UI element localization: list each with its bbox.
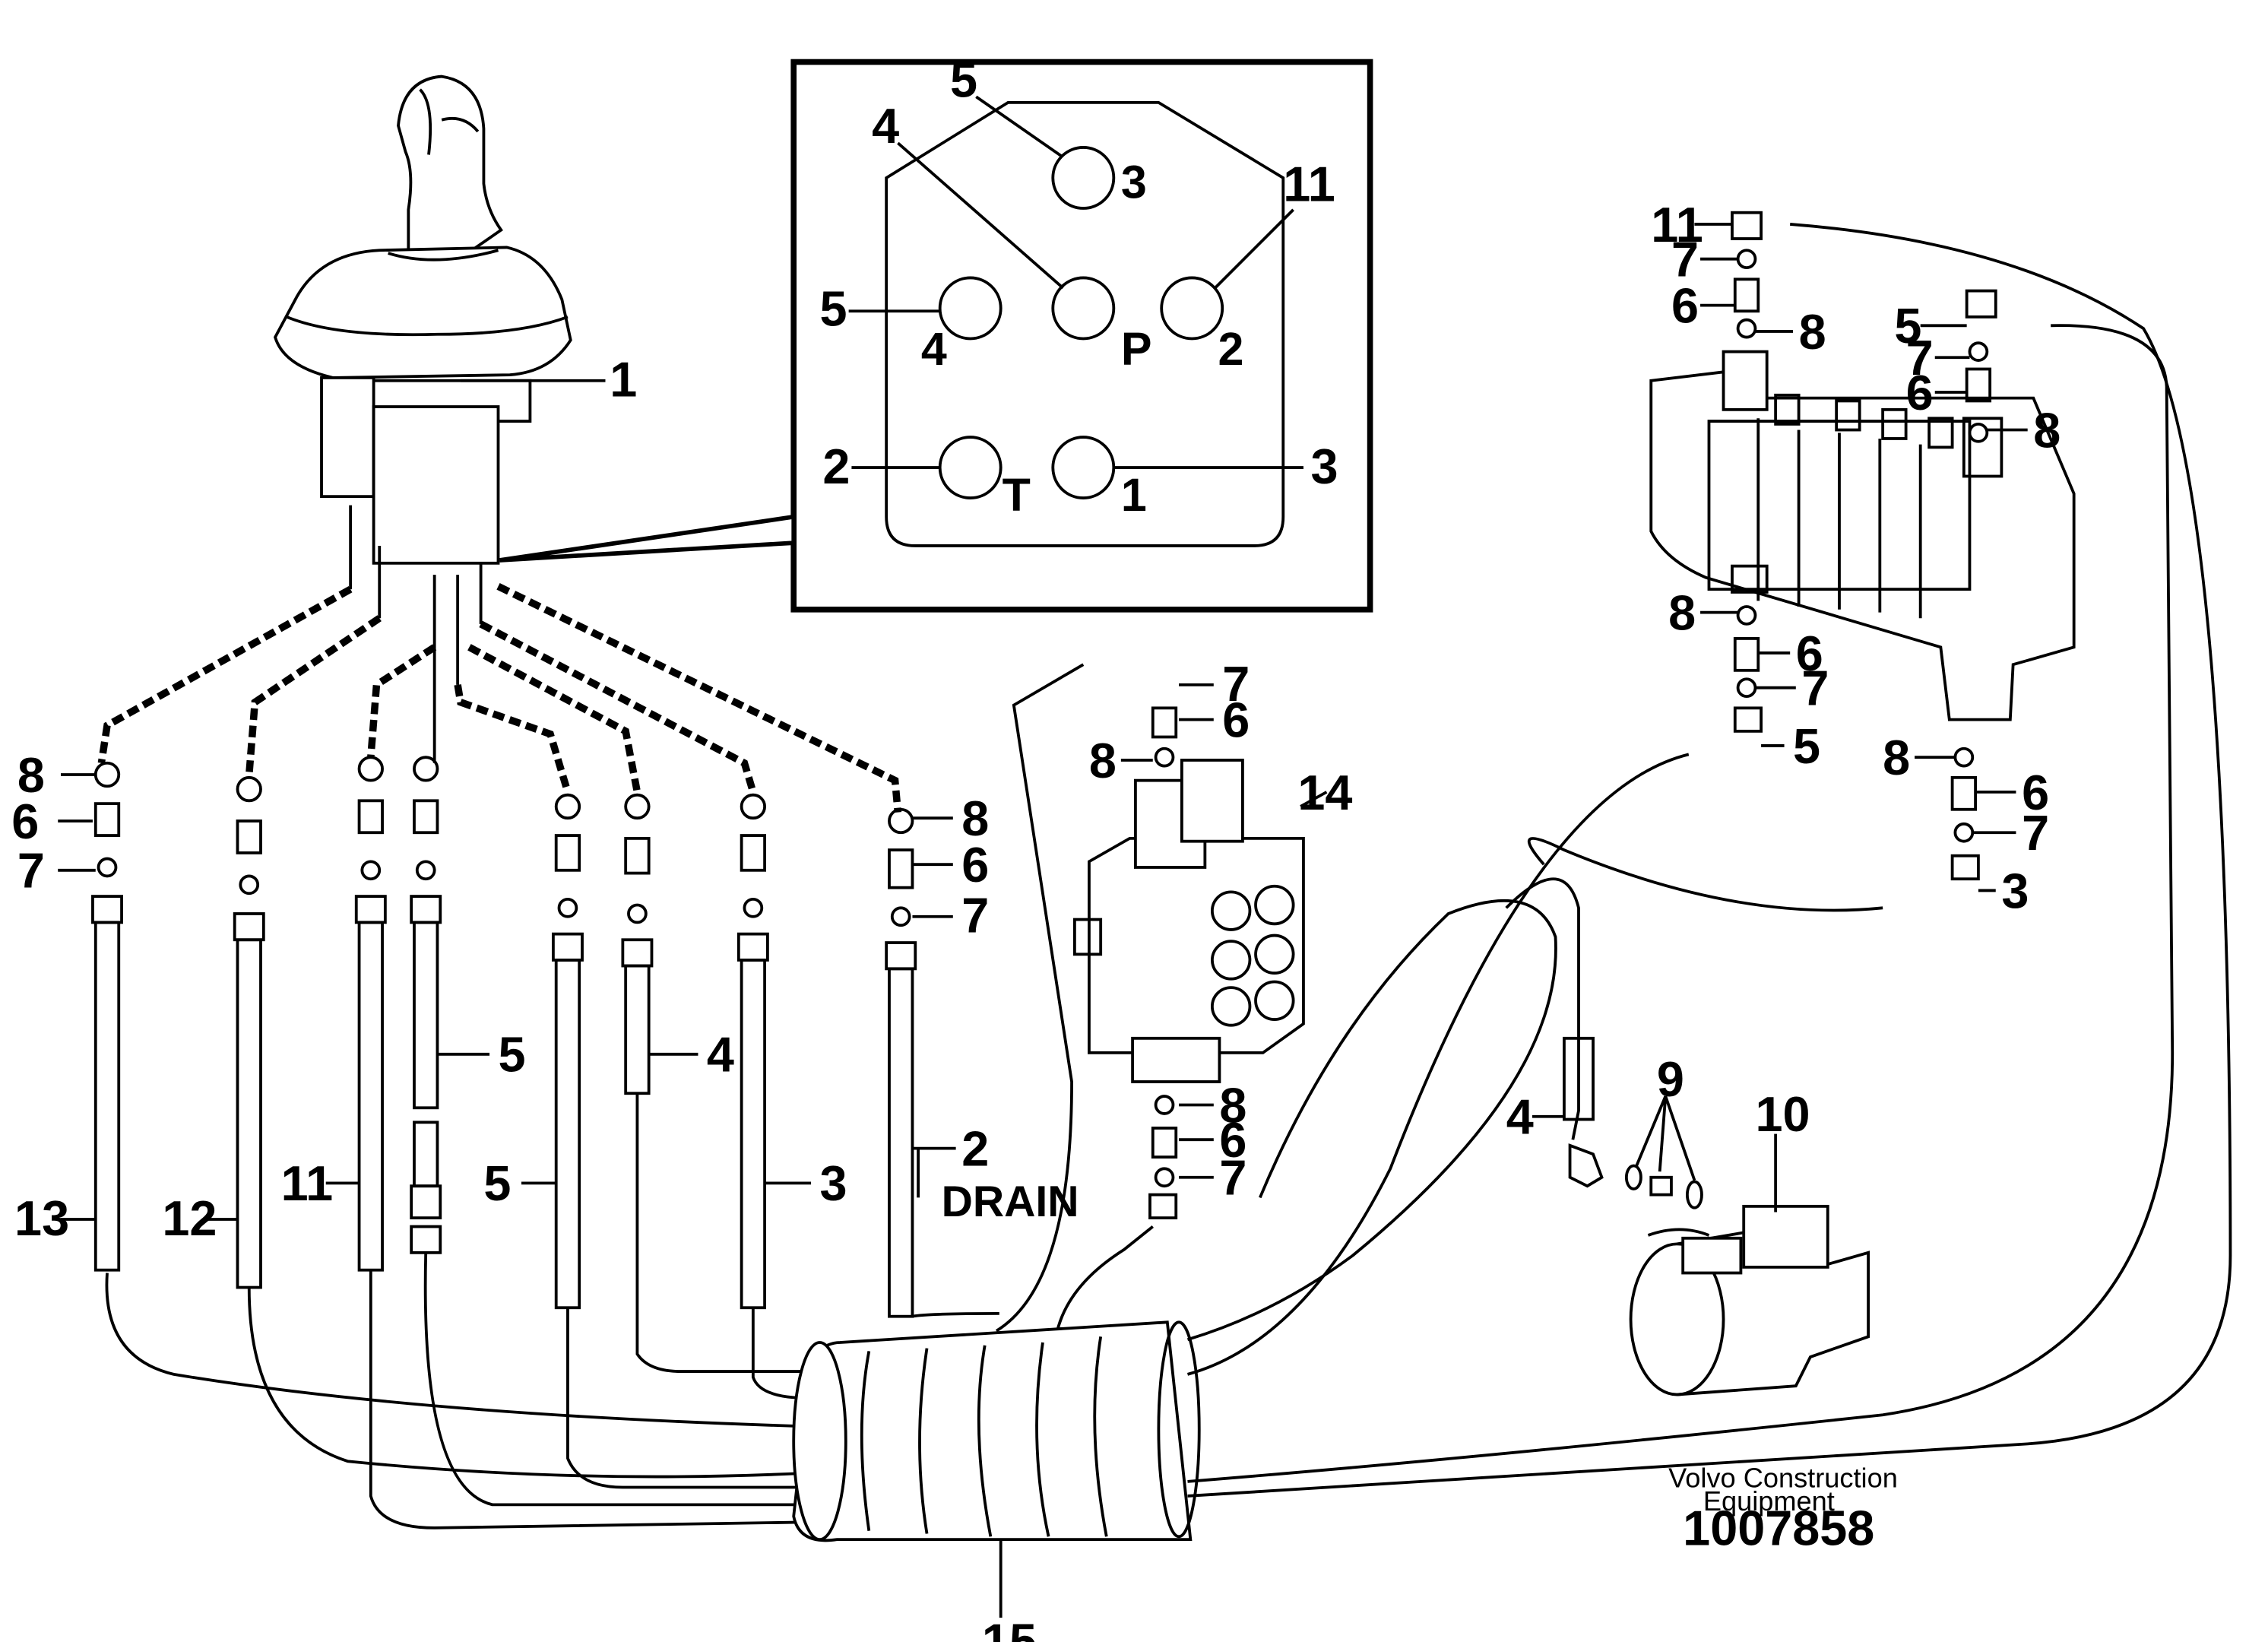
- port-label-3: 3: [1121, 157, 1147, 208]
- port-circle-1: [1051, 436, 1116, 499]
- callout-5-right-bottom: 5: [1793, 718, 1820, 774]
- callout-7-drain: 7: [961, 888, 989, 943]
- port-label-1: 1: [1121, 469, 1147, 521]
- callout-5-hose-a: 5: [498, 1027, 525, 1083]
- callout-6-valve-top: 6: [1222, 692, 1250, 747]
- callout-5-right: 5: [1894, 298, 1921, 353]
- callout-8-left: 8: [17, 747, 45, 803]
- hose-row-3: [736, 793, 769, 1310]
- callout-1: 1: [610, 352, 637, 407]
- joystick-grip: [397, 74, 503, 258]
- inset-pointer: [499, 514, 797, 563]
- callout-7-right-c: 7: [1801, 661, 1829, 716]
- callout-7-valve-top: 7: [1222, 656, 1250, 712]
- port-label-p: P: [1121, 323, 1152, 375]
- inset-callout-11: 11: [1283, 156, 1335, 211]
- port-label-4: 4: [921, 323, 947, 375]
- solenoid-seals: [1532, 1036, 1778, 1212]
- hose-row-13: [91, 761, 123, 1272]
- port-circle-4: [938, 276, 1003, 341]
- callout-14: 14: [1297, 765, 1352, 820]
- callout-7-right-b: 7: [1906, 330, 1934, 385]
- port-circle-2: [1160, 276, 1224, 341]
- callout-12: 12: [162, 1190, 217, 1246]
- callout-6-right-d: 6: [2022, 765, 2049, 820]
- main-control-valve: [1649, 350, 2076, 721]
- callout-6-right-b: 6: [1906, 365, 1934, 420]
- hose-row-12: [233, 775, 265, 1289]
- document-number: 1007858: [1683, 1501, 1874, 1556]
- callout-3-hose: 3: [820, 1155, 847, 1211]
- callout-8-right-a: 8: [1799, 304, 1826, 360]
- inset-callout-2: 2: [822, 439, 850, 494]
- solenoid-valve: [1629, 1204, 1870, 1396]
- drain-label: DRAIN: [942, 1178, 1079, 1226]
- hose-row-4: [621, 793, 654, 1095]
- callout-2-drain: 2: [961, 1121, 989, 1177]
- callout-7-valve-bottom: 7: [1219, 1150, 1246, 1206]
- hose-row-5-split: [410, 756, 442, 1254]
- callout-8-drain: 8: [961, 791, 989, 846]
- callout-11-right: 11: [1651, 197, 1703, 252]
- callout-6-valve-bottom: 6: [1219, 1112, 1246, 1168]
- callout-4-solenoid: 4: [1506, 1089, 1534, 1145]
- inset-callout-4: 4: [872, 98, 899, 154]
- inset-callout-5-top: 5: [950, 52, 977, 107]
- callout-7-right-d: 7: [2022, 805, 2049, 861]
- callout-6-left: 6: [11, 794, 39, 849]
- port-label-2: 2: [1218, 323, 1244, 375]
- port-circle-3: [1051, 146, 1116, 210]
- port-circle-t: [938, 436, 1003, 499]
- port-label-t: T: [1003, 469, 1031, 521]
- callout-4-hose: 4: [707, 1027, 734, 1083]
- hose-row-11: [354, 756, 387, 1272]
- callout-8-right-b: 8: [2033, 402, 2061, 458]
- port-circle-p: [1051, 276, 1116, 341]
- publisher-line-1: Volvo Construction: [1668, 1463, 1898, 1494]
- publisher-line-2: Equipment: [1703, 1485, 1835, 1517]
- section-valve: [1072, 759, 1328, 1083]
- callout-5-hose-b: 5: [483, 1155, 511, 1211]
- hose-routing: [105, 223, 2232, 1529]
- callout-7-left: 7: [17, 843, 45, 899]
- callout-10: 10: [1755, 1086, 1810, 1142]
- valve-plate-outline: [885, 100, 1285, 547]
- callout-7-right-a: 7: [1671, 232, 1699, 287]
- joystick-assembly: [273, 74, 606, 763]
- port-detail-inset: [499, 59, 1373, 613]
- pilot-lines-dashed: [97, 583, 902, 813]
- inset-frame: [790, 59, 1373, 613]
- callout-8-right-d: 8: [1883, 730, 1910, 785]
- callout-8-valve-bottom: 8: [1219, 1077, 1246, 1133]
- inset-callout-3: 3: [1310, 439, 1338, 494]
- callout-15: 15: [982, 1613, 1037, 1642]
- callout-8-valve-top: 8: [1089, 733, 1117, 788]
- inset-callout-5-left: 5: [820, 281, 847, 336]
- joystick-base: [372, 405, 500, 565]
- callout-6-right-c: 6: [1796, 626, 1823, 681]
- callout-8-right-c: 8: [1668, 585, 1696, 640]
- hose-row-5: [551, 793, 584, 1310]
- section-valve-fittings: [1148, 706, 1178, 1220]
- callout-6-drain: 6: [961, 837, 989, 892]
- callout-11-left: 11: [281, 1155, 333, 1211]
- callout-3-right: 3: [2001, 863, 2029, 918]
- callout-9: 9: [1657, 1051, 1684, 1107]
- joystick-boot: [273, 246, 572, 379]
- callout-6-right-a: 6: [1671, 278, 1699, 334]
- protective-sleeve: [792, 1320, 1201, 1618]
- callout-13: 13: [14, 1190, 69, 1246]
- hose-row-drain: [885, 807, 917, 1318]
